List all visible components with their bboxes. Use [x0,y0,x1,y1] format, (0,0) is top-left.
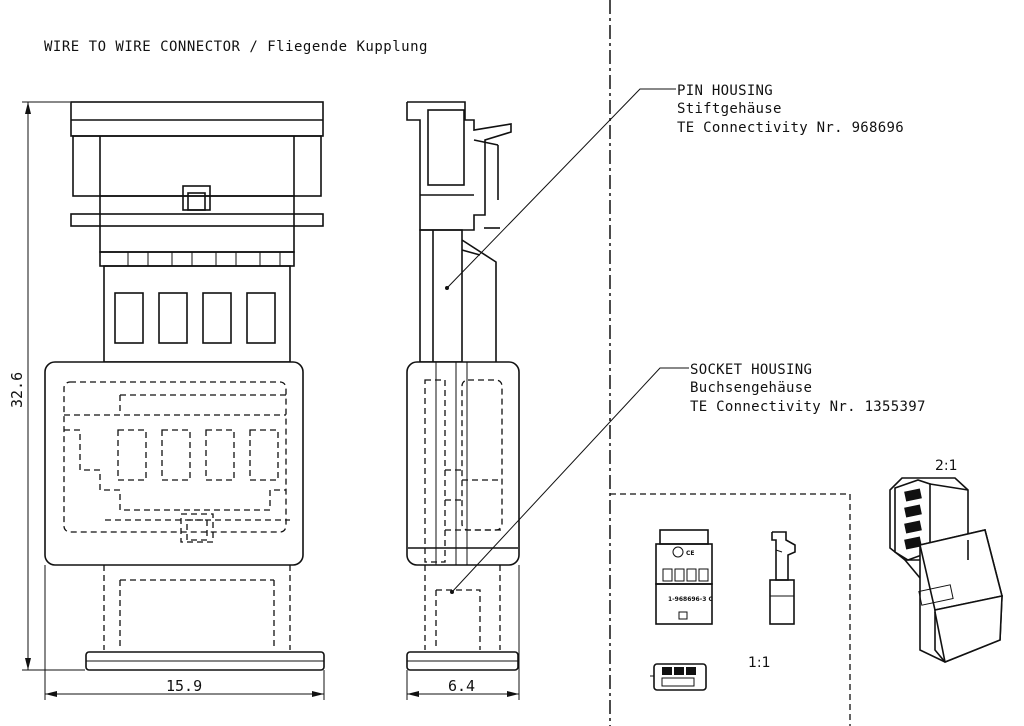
detail-front-view: CE 1-968696-3 C [655,529,713,625]
dimension-height: 32.6 [8,101,85,671]
socket-housing-callout: SOCKET HOUSING Buchsengehäuse TE Connect… [450,362,926,594]
svg-text:CE: CE [686,550,695,557]
pin-housing-part-number: TE Connectivity Nr. 968696 [677,120,904,136]
detail-side-view [769,531,796,625]
dimension-width-front: 15.9 [44,565,325,700]
detail-part-marking: 1-968696-3 C [668,596,713,603]
dimension-width-side-label: 6.4 [448,677,475,695]
dimension-width-front-label: 15.9 [166,677,202,695]
drawing-title: WIRE TO WIRE CONNECTOR / Fliegende Kuppl… [44,39,428,55]
pin-housing-callout: PIN HOUSING Stiftgehäuse TE Connectivity… [445,83,904,290]
detail-scale-label: 1:1 [748,655,771,671]
pin-housing-german: Stiftgehäuse [677,101,782,117]
socket-housing-title: SOCKET HOUSING [690,362,812,378]
pin-housing-title: PIN HOUSING [677,83,773,99]
iso-scale-label: 2:1 [935,458,958,474]
dimension-width-side: 6.4 [406,565,520,700]
socket-housing-part-number: TE Connectivity Nr. 1355397 [690,399,926,415]
isometric-view: 2:1 [889,458,1003,663]
detail-frame [610,493,851,726]
front-view [44,101,325,671]
socket-housing-german: Buchsengehäuse [690,380,812,396]
side-view [406,101,520,671]
dimension-height-label: 32.6 [8,372,26,408]
detail-bottom-view [650,663,707,691]
